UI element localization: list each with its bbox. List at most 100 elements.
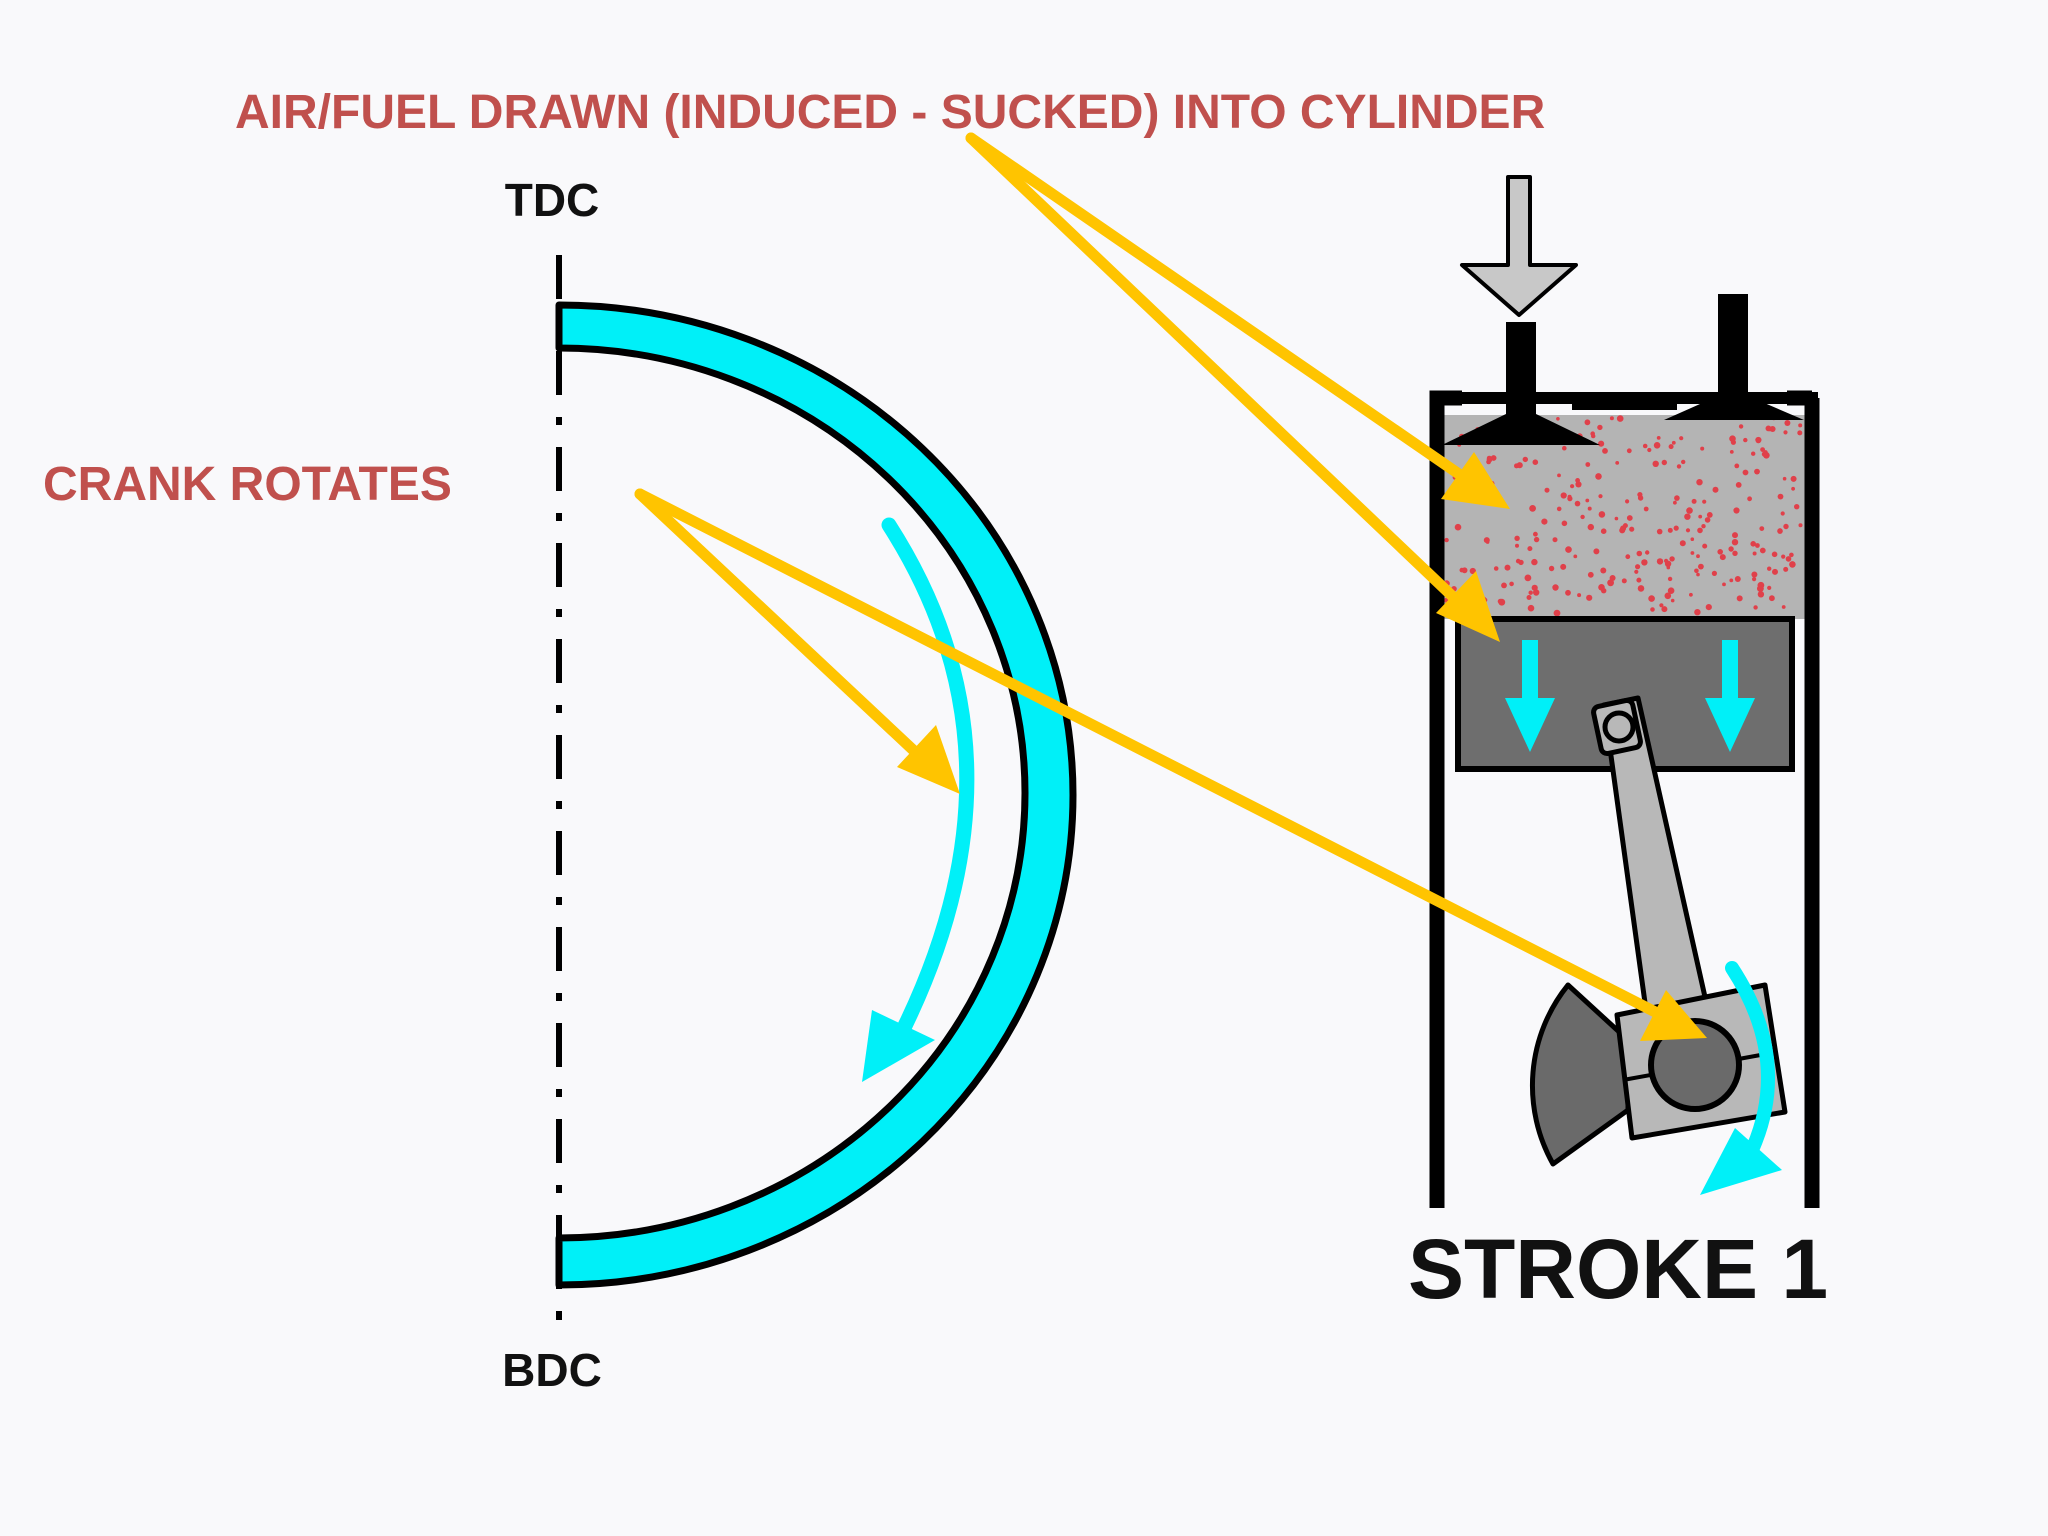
bdc-label: BDC xyxy=(502,1344,602,1396)
intake-caption: AIR/FUEL DRAWN (INDUCED - SUCKED) INTO C… xyxy=(235,86,1545,139)
fuel-droplet xyxy=(1673,525,1679,531)
fuel-droplet xyxy=(1598,511,1606,518)
crank-caption: CRANK ROTATES xyxy=(43,458,452,511)
fuel-droplet xyxy=(1689,592,1693,597)
fuel-droplet xyxy=(1751,571,1758,578)
wrist-pin xyxy=(1602,710,1636,744)
fuel-droplet xyxy=(1783,566,1789,572)
fuel-droplet xyxy=(1754,468,1760,475)
fuel-droplet xyxy=(1616,415,1624,422)
fuel-droplet xyxy=(1679,436,1684,441)
fuel-droplet xyxy=(1729,450,1734,454)
fuel-droplet xyxy=(1634,569,1639,574)
fuel-droplet xyxy=(1533,531,1538,537)
fuel-droplet xyxy=(1643,506,1649,512)
fuel-droplet xyxy=(1667,527,1673,533)
fuel-droplet xyxy=(1759,526,1765,531)
fuel-droplet xyxy=(1674,495,1680,501)
fuel-droplet xyxy=(1531,558,1538,566)
fuel-droplet xyxy=(1782,476,1787,481)
fuel-droplet xyxy=(1767,585,1772,591)
fuel-droplet xyxy=(1751,451,1756,456)
fuel-droplet xyxy=(1515,558,1521,564)
fuel-droplet xyxy=(1587,506,1592,511)
fuel-droplet xyxy=(1705,604,1712,611)
fuel-droplet xyxy=(1742,469,1749,476)
fuel-droplet xyxy=(1696,554,1700,559)
fuel-droplet xyxy=(1757,581,1765,589)
fuel-droplet xyxy=(1501,582,1507,589)
fuel-droplet xyxy=(1527,546,1533,552)
fuel-droplet xyxy=(1685,528,1691,533)
fuel-droplet xyxy=(1614,516,1619,521)
fuel-droplet xyxy=(1791,486,1795,491)
fuel-droplet xyxy=(1760,447,1765,452)
fuel-droplet xyxy=(1533,589,1540,596)
fuel-droplet xyxy=(1553,609,1561,617)
fuel-droplet xyxy=(1777,493,1784,500)
rotation-arrow-shaft xyxy=(881,517,975,1048)
fuel-droplet xyxy=(1656,528,1663,535)
fuel-droplet xyxy=(1532,459,1539,466)
fuel-droplet xyxy=(1635,564,1641,570)
fuel-droplet xyxy=(1698,514,1703,519)
fuel-droplet xyxy=(1544,487,1550,493)
fuel-droplet xyxy=(1679,540,1686,547)
fuel-droplet xyxy=(1753,605,1758,610)
fuel-droplet xyxy=(1650,607,1655,612)
fuel-droplet xyxy=(1781,554,1786,559)
fuel-droplet xyxy=(1702,543,1708,549)
fuel-droplet xyxy=(1504,564,1511,571)
fuel-droplet xyxy=(1667,587,1675,594)
fuel-droplet xyxy=(1789,561,1796,568)
fuel-droplet xyxy=(1565,589,1571,596)
fuel-droplet xyxy=(1717,549,1723,555)
fuel-droplet xyxy=(1750,541,1756,547)
fuel-droplet xyxy=(1670,598,1675,603)
down-arrow-icon xyxy=(1505,640,1555,752)
fuel-droplet xyxy=(1777,528,1783,534)
fuel-droplet xyxy=(1486,455,1492,461)
fuel-droplet xyxy=(1789,552,1794,558)
fuel-droplet xyxy=(1561,520,1568,527)
fuel-droplet xyxy=(1738,424,1744,429)
fuel-droplet xyxy=(1586,594,1593,601)
fuel-droplet xyxy=(1694,609,1701,616)
fuel-droplet xyxy=(1585,462,1591,467)
fuel-droplet xyxy=(1493,566,1499,571)
fuel-droplet xyxy=(1629,526,1635,532)
fuel-droplet xyxy=(1585,498,1590,503)
fuel-droplet xyxy=(1524,574,1532,582)
air-fuel-charge xyxy=(1443,415,1805,619)
fuel-droplet xyxy=(1798,523,1803,528)
fuel-droplet xyxy=(1600,567,1607,574)
fuel-droplet xyxy=(1601,588,1607,594)
fuel-droplet xyxy=(1702,499,1707,504)
fuel-droplet xyxy=(1785,556,1792,562)
fuel-droplet xyxy=(1794,504,1800,510)
fuel-droplet xyxy=(1722,582,1726,587)
fuel-droplet xyxy=(1743,437,1748,443)
fuel-droplet xyxy=(1752,577,1757,582)
fuel-droplet xyxy=(1696,572,1700,577)
fuel-droplet xyxy=(1486,459,1491,465)
fuel-droplet xyxy=(1759,547,1766,554)
crank-pointer-arrows xyxy=(634,488,1707,1041)
fuel-droplet xyxy=(1671,440,1676,445)
fuel-droplet xyxy=(1729,578,1734,583)
fuel-droplet xyxy=(1577,593,1582,598)
fuel-droplet xyxy=(1706,512,1713,518)
fuel-droplet xyxy=(1526,595,1532,600)
fuel-droplet xyxy=(1548,565,1555,572)
fuel-droplet xyxy=(1621,578,1627,584)
fuel-droplet xyxy=(1574,500,1581,507)
fuel-droplet xyxy=(1509,581,1514,587)
fuel-droplet xyxy=(1656,436,1661,440)
fuel-droplet xyxy=(1552,584,1559,591)
fuel-droplet xyxy=(1598,494,1603,499)
fuel-droplet xyxy=(1587,571,1594,578)
fuel-droplet xyxy=(1645,550,1650,555)
fuel-droplet xyxy=(1797,430,1803,436)
fuel-droplet xyxy=(1664,558,1669,564)
fuel-droplet xyxy=(1733,507,1740,514)
